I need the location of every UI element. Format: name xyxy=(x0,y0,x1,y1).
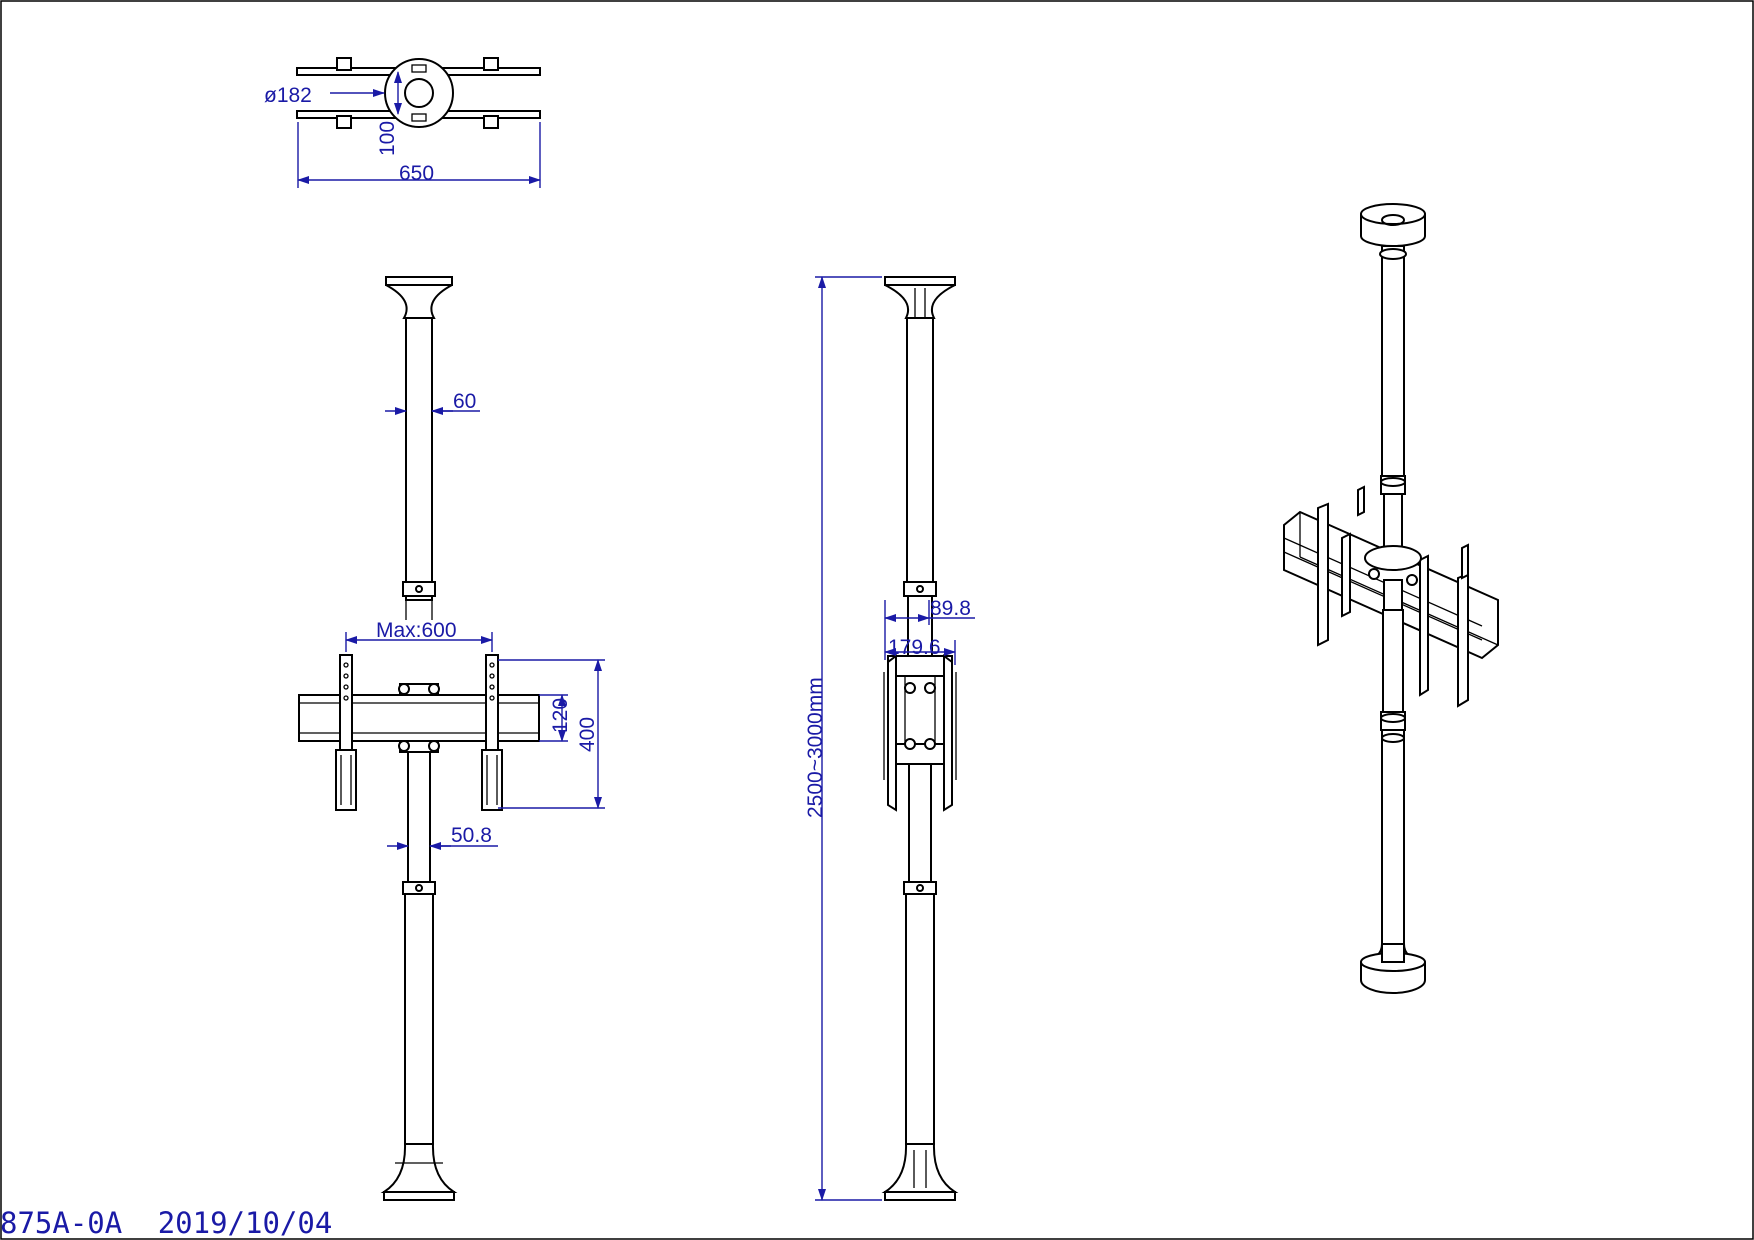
side-offset-label: 179.6 xyxy=(888,636,941,659)
bar-height-label: 120 xyxy=(549,698,572,733)
top-depth-label: 100 xyxy=(376,121,399,156)
drawing-number: 875A-0A xyxy=(0,1206,122,1240)
side-depth-label: 89.8 xyxy=(930,597,971,620)
pole-upper-label: 60 xyxy=(453,390,476,413)
drawing-date: 2019/10/04 xyxy=(158,1206,333,1240)
diameter-label: ø182 xyxy=(264,84,312,107)
total-height-label: 2500~3000mm xyxy=(804,677,827,818)
drawing-reference: 875A-0A 2019/10/04 xyxy=(0,1206,332,1240)
isometric-view xyxy=(1283,203,1499,994)
front-view xyxy=(298,276,605,1201)
top-view xyxy=(296,57,541,188)
side-view xyxy=(815,276,975,1201)
pole-lower-label: 50.8 xyxy=(451,824,492,847)
top-width-label: 650 xyxy=(399,162,434,185)
bracket-span-label: Max:600 xyxy=(376,619,457,642)
plate-height-label: 400 xyxy=(576,717,599,752)
